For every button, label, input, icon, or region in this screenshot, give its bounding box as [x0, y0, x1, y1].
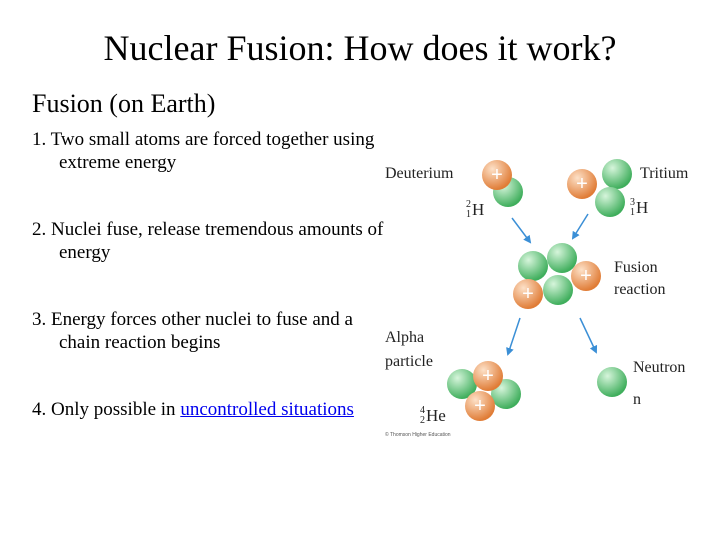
fusion-proton-1 [571, 261, 601, 291]
arrow-deuterium-to-fusion [511, 217, 532, 244]
isotope-helium-symbol: He [426, 406, 446, 425]
slide-title: Nuclear Fusion: How does it work? [103, 28, 617, 68]
isotope-deuterium-mass: 2 [466, 199, 471, 210]
tritium-neutron-1 [602, 159, 632, 189]
bullet-point-3: 3. Energy forces other nuclei to fuse an… [32, 309, 353, 353]
tritium-proton [567, 169, 597, 199]
label-neutron: Neutron [633, 359, 686, 376]
tritium-proton-sign: + [576, 173, 588, 195]
bullet-point-1: 1. Two small atoms are forced together u… [32, 129, 375, 173]
alpha-proton-2-sign: + [474, 395, 486, 417]
image-credit: © Thomson Higher Education [385, 432, 451, 438]
label-fusion-reaction-2: reaction [614, 281, 666, 298]
bullet-point-4-text: 4. Only possible in [32, 399, 181, 420]
label-neutron-symbol: n [633, 391, 641, 408]
isotope-tritium-mass: 3 [630, 197, 635, 208]
deuterium-proton [482, 160, 512, 190]
alpha-proton-1-sign: + [482, 365, 494, 387]
fusion-neutron-3 [543, 275, 573, 305]
deuterium-proton-sign: + [491, 164, 503, 186]
alpha-proton-1 [473, 361, 503, 391]
isotope-tritium-symbol: H [636, 198, 649, 217]
alpha-neutron-1 [447, 369, 477, 399]
label-alpha-particle-1: Alpha [385, 329, 425, 346]
slide-subtitle: Fusion (on Earth) [32, 89, 216, 118]
isotope-deuterium-atomic: 1 [466, 209, 471, 220]
fusion-proton-1-sign: + [580, 265, 592, 287]
arrow-fusion-to-neutron [579, 317, 598, 354]
isotope-tritium-atomic: 1 [630, 207, 635, 218]
arrow-tritium-to-fusion [571, 213, 589, 240]
fusion-neutron-2 [547, 243, 577, 273]
fusion-diagram-graphic: + + + + + + [447, 159, 632, 421]
label-alpha-particle-2: particle [385, 353, 433, 370]
bullet-list: 1. Two small atoms are forced together u… [32, 128, 392, 465]
bullet-point-2: 2. Nuclei fuse, release tremendous amoun… [32, 219, 384, 263]
label-fusion-reaction-1: Fusion [614, 259, 658, 276]
uncontrolled-situations-link[interactable]: uncontrolled situations [180, 399, 354, 420]
tritium-neutron-2 [595, 187, 625, 217]
fusion-proton-2 [513, 279, 543, 309]
free-neutron [597, 367, 627, 397]
label-tritium: Tritium [640, 165, 689, 182]
fusion-diagram: + + + + + + Deuterium Tritium Fusion rea… [380, 150, 720, 450]
arrow-fusion-to-alpha [506, 317, 521, 356]
isotope-helium-mass: 4 [420, 405, 425, 416]
isotope-helium-atomic: 2 [420, 415, 425, 426]
fusion-proton-2-sign: + [522, 283, 534, 305]
isotope-deuterium-symbol: H [472, 200, 485, 219]
alpha-proton-2 [465, 391, 495, 421]
label-deuterium: Deuterium [385, 165, 454, 182]
fusion-neutron-1 [518, 251, 548, 281]
bullet-point-4: 4. Only possible in uncontrolled situati… [32, 398, 392, 421]
